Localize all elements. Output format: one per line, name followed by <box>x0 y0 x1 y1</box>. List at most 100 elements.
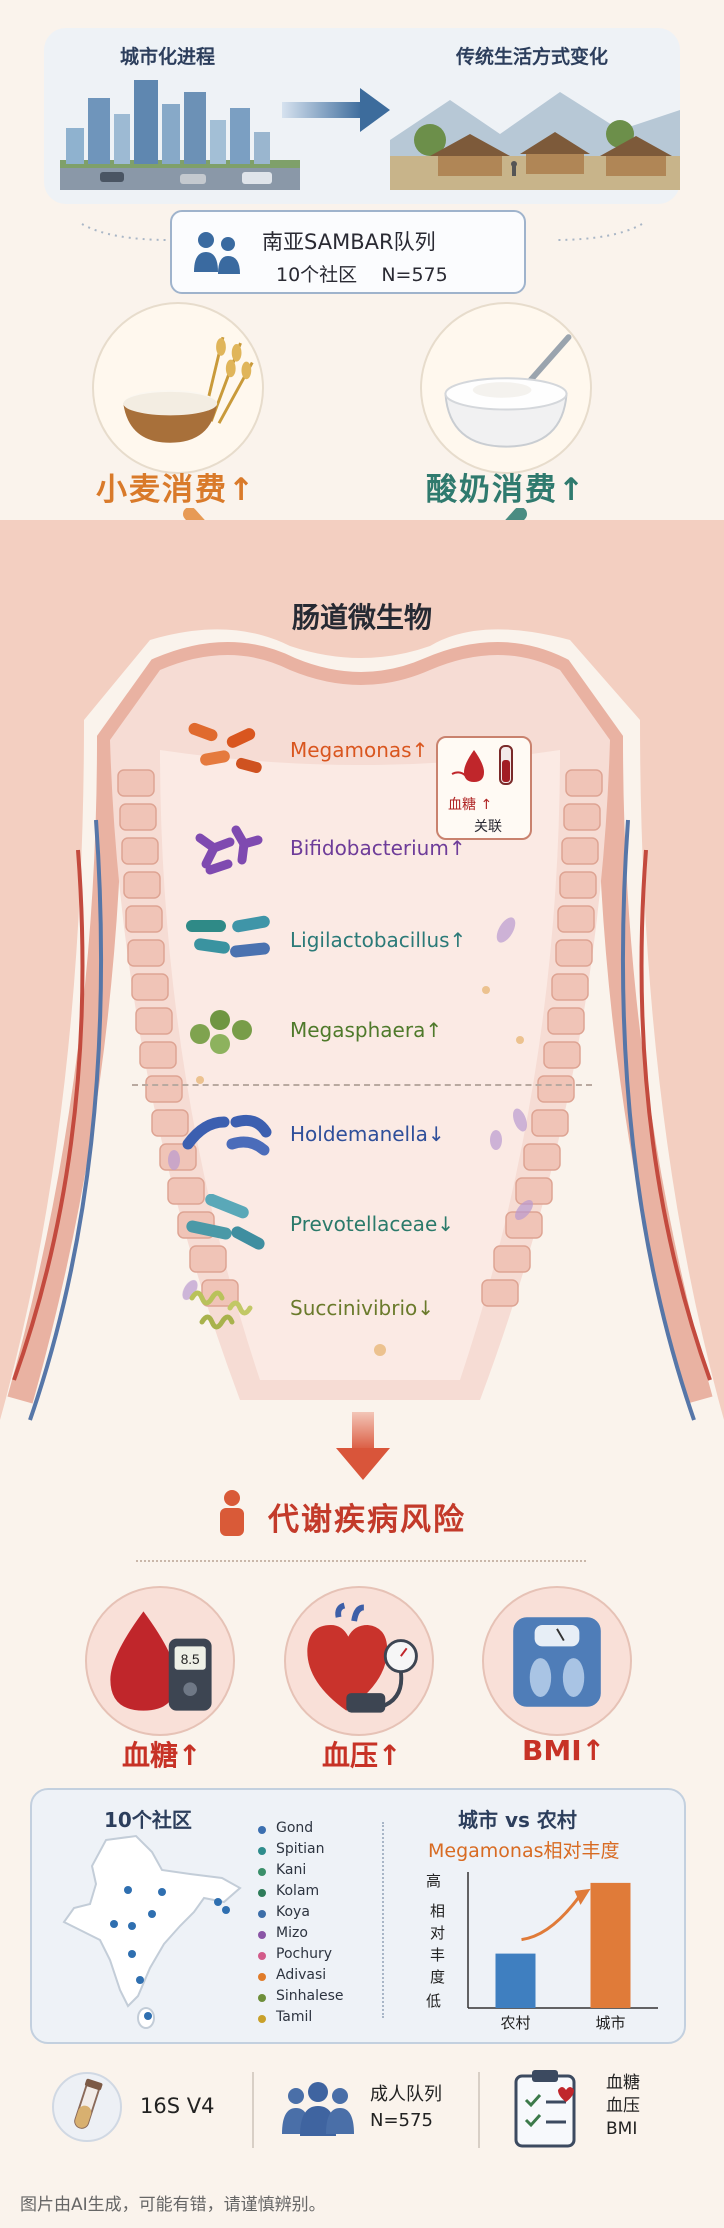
transition-arrow-icon <box>282 88 390 132</box>
legend-item: Adivasi <box>258 1967 398 1988</box>
adult-cohort-icon <box>282 2082 354 2136</box>
legend-dot <box>258 1952 266 1960</box>
y-tick-high: 高 <box>426 1873 441 1890</box>
legend-item: Tamil <box>258 2009 398 2030</box>
traditional-lifestyle-label: 传统生活方式变化 <box>456 46 609 68</box>
bacteria-row-succinivibrio: Succinivibrio↓ <box>170 1278 530 1338</box>
legend-label: Tamil <box>276 2009 313 2025</box>
wheat-consumption-label: 小麦消费↑ <box>96 472 256 508</box>
metric-blood-pressure: 血压 <box>606 2096 640 2116</box>
bacteria-row-prevotellaceae: Prevotellaceae↓ <box>170 1194 530 1254</box>
bacteria-row-holdemanella: Holdemanella↓ <box>170 1104 530 1164</box>
legend-item: Gond <box>258 1820 398 1841</box>
city-skyline-icon <box>60 80 300 190</box>
legend-label: Spitian <box>276 1841 325 1857</box>
legend-item: Pochury <box>258 1946 398 1967</box>
legend-dot <box>258 1910 266 1918</box>
legend-item: Koya <box>258 1904 398 1925</box>
legend-dot <box>258 1973 266 1981</box>
glucose-association-box: 血糖 ↑ 关联 <box>436 736 532 840</box>
megasphaera-label: Megasphaera↑ <box>290 1018 443 1042</box>
adult-cohort-label: 成人队列 <box>370 2084 442 2105</box>
clipboard-checklist-icon <box>514 2070 576 2148</box>
person-icon <box>220 1490 244 1536</box>
urban-vs-rural-title: 城市 vs 农村 <box>458 1808 577 1832</box>
y-axis-label-char: 度 <box>430 1969 445 1986</box>
legend-label: Koya <box>276 1904 310 1920</box>
prevotellaceae-label: Prevotellaceae↓ <box>290 1212 455 1236</box>
rural-village-icon <box>390 92 680 190</box>
ai-disclaimer: 图片由AI生成，可能有错，请谨慎辨别。 <box>20 2195 326 2215</box>
blood-tube-icon <box>451 745 513 785</box>
yogurt-circle <box>420 302 592 474</box>
bacteria-row-megamonas: Megamonas↑ <box>170 720 530 780</box>
glucose-up-label: 血糖 ↑ <box>448 797 493 813</box>
x-tick-label: 城市 <box>595 2015 625 2032</box>
risk-divider <box>136 1560 586 1562</box>
glucose-risk-label: 血糖↑ <box>122 1739 202 1772</box>
heart-blood-pressure-icon <box>307 1602 418 1713</box>
legend-dot <box>258 1931 266 1939</box>
legend-label: Adivasi <box>276 1967 327 1983</box>
adult-cohort-size: N=575 <box>370 2110 433 2131</box>
footer-divider <box>478 2072 480 2148</box>
bacteria-row-bifidobacterium: Bifidobacterium↑ <box>170 818 530 878</box>
legend-label: Mizo <box>276 1925 308 1941</box>
legend-dot <box>258 1868 266 1876</box>
test-tube-circle <box>52 2072 122 2142</box>
bmi-risk-circle <box>482 1586 632 1736</box>
legend-dot <box>258 1994 266 2002</box>
legend-label: Gond <box>276 1820 314 1836</box>
legend-label: Pochury <box>276 1946 332 1962</box>
panel-divider <box>382 1822 384 2018</box>
legend-item: Kolam <box>258 1883 398 1904</box>
test-tube-icon <box>74 2078 103 2129</box>
spiral-bacteria-icon <box>189 1290 253 1330</box>
cocci-bacteria-icon <box>190 1010 252 1054</box>
metric-glucose: 血糖 <box>606 2073 640 2093</box>
increase-decrease-divider <box>132 1084 592 1086</box>
urbanization-label: 城市化进程 <box>120 46 216 68</box>
wheat-bowl-icon <box>123 336 254 443</box>
y-shaped-bacteria-icon <box>195 825 263 875</box>
glucose-risk-circle: 8.5 <box>85 1586 235 1736</box>
succinivibrio-label: Succinivibrio↓ <box>290 1296 435 1320</box>
bacteria-row-ligilactobacillus: Ligilactobacillus↑ <box>170 910 530 970</box>
yogurt-consumption-label: 酸奶消费↑ <box>426 472 586 508</box>
legend-dot <box>258 1847 266 1855</box>
blood-drop-glucometer-icon: 8.5 <box>110 1611 212 1711</box>
bar-1 <box>590 1882 631 2008</box>
legend-label: Sinhalese <box>276 1988 344 2004</box>
legend-item: Sinhalese <box>258 1988 398 2009</box>
india-map-icon <box>62 1834 242 2029</box>
y-axis-label-char: 丰 <box>430 1947 445 1964</box>
legend-dot <box>258 1889 266 1897</box>
bmi-risk-label: BMI↑ <box>522 1734 606 1767</box>
y-axis-label-char: 对 <box>430 1925 445 1942</box>
abundance-bar-chart: 高低相对丰度农村城市 <box>426 1872 658 2032</box>
legend-dot <box>258 1826 266 1834</box>
bar-0 <box>495 1953 536 2008</box>
wheat-circle <box>92 302 264 474</box>
legend-item: Mizo <box>258 1925 398 1946</box>
cohort-subtitle: 10个社区 N=575 <box>276 264 448 286</box>
yogurt-bowl-icon <box>444 334 572 448</box>
community-location-dots <box>110 1886 230 2020</box>
glucose-reading: 8.5 <box>181 1652 200 1667</box>
metric-bmi: BMI <box>606 2119 638 2139</box>
megamonas-label: Megamonas↑ <box>290 738 429 762</box>
blood-pressure-risk-circle <box>284 1586 434 1736</box>
x-tick-label: 农村 <box>500 2015 530 2032</box>
y-tick-low: 低 <box>426 1993 441 2010</box>
ligilactobacillus-label: Ligilactobacillus↑ <box>290 928 467 952</box>
down-arrow-icon <box>336 1412 390 1480</box>
cohort-title: 南亚SAMBAR队列 <box>262 230 436 254</box>
legend-label: Kani <box>276 1862 307 1878</box>
sequencing-method-label: 16S V4 <box>140 2094 215 2118</box>
long-rod-bacteria-icon <box>186 1194 265 1250</box>
blood-pressure-risk-label: 血压↑ <box>322 1739 402 1772</box>
association-label: 关联 <box>474 819 502 835</box>
bifidobacterium-label: Bifidobacterium↑ <box>290 836 466 860</box>
